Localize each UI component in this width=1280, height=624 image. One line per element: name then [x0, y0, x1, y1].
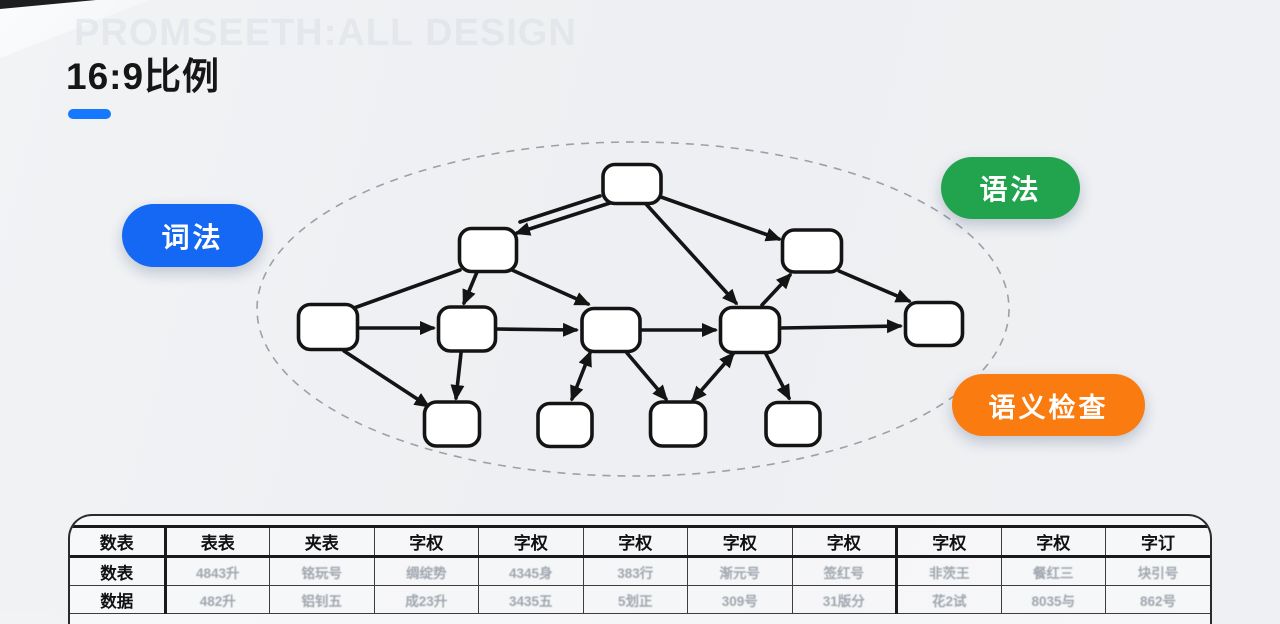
- table-header-cell: 字权: [687, 525, 793, 558]
- tree-edge-6: [352, 268, 462, 310]
- tree-node-l4-4: [764, 400, 822, 448]
- table-cell: 862号: [1105, 585, 1210, 614]
- label-syntax-text: 语法: [979, 174, 1042, 205]
- label-syntax: 语法: [941, 157, 1080, 219]
- tree-edge-14: [450, 351, 465, 401]
- table-cell: 块引号: [1105, 556, 1210, 586]
- table-cell: 482升: [164, 585, 270, 614]
- table-header-cell: 夹表: [269, 525, 375, 558]
- tree-node-l3-1: [296, 302, 360, 352]
- table-header-cell: 数表: [70, 525, 167, 558]
- table-header-cell: 字权: [478, 525, 584, 558]
- tree-edge-18: [764, 352, 791, 401]
- tree-edge-3: [644, 202, 739, 306]
- label-lexical: 词法: [122, 204, 263, 267]
- table-cell: 3435五: [478, 585, 584, 614]
- row-label: 数据: [70, 585, 167, 614]
- tree-edge-8: [495, 322, 579, 337]
- table-header-cell: 表表: [164, 525, 270, 558]
- tree-node-l3-2: [436, 305, 498, 353]
- page-corner-edge: [0, 0, 96, 9]
- table-cell: 铝钊五: [269, 585, 375, 614]
- table-cell: 餐红三: [1000, 556, 1106, 586]
- tree-edge-15: [570, 350, 592, 402]
- tree-edge-10: [779, 319, 903, 334]
- tree-node-l4-3: [648, 400, 708, 448]
- tree-edge-11: [760, 272, 793, 307]
- tree-edge-13: [342, 349, 431, 408]
- table-header-row: 数表表表夹表字权字权字权字权字权字权字权字订: [70, 525, 1210, 558]
- tree-node-l3-4: [718, 305, 782, 355]
- table-cell: 4345身: [478, 556, 584, 586]
- table-header-cell: 字订: [1105, 525, 1210, 558]
- syntax-tree-diagram: [256, 141, 1010, 477]
- tree-edge-2: [659, 195, 782, 242]
- tree-edge-16: [625, 351, 668, 402]
- tree-node-l4-2: [536, 401, 594, 449]
- table-cell: 309号: [687, 585, 793, 614]
- label-lexical-text: 词法: [161, 221, 224, 253]
- tree-edge-12: [837, 269, 912, 303]
- tree-edge-5: [510, 268, 591, 306]
- table-header-cell: 字权: [791, 525, 898, 558]
- tree-edge-1: [518, 194, 602, 224]
- table-header-cell: 字权: [896, 525, 1002, 558]
- table-header-cell: 字权: [1000, 525, 1106, 558]
- table-cell: 31版分: [791, 585, 898, 614]
- table-cell: 绸绽势: [373, 556, 479, 586]
- table-cell: 签红号: [791, 556, 898, 586]
- row-label: 数表: [70, 556, 167, 586]
- table-cell: 铭玩号: [269, 556, 375, 586]
- table-cell: 花2试: [896, 585, 1002, 614]
- tree-edge-4: [462, 270, 479, 306]
- label-semantic-text: 语义检查: [988, 392, 1109, 423]
- title-underline: [68, 109, 111, 119]
- table-cell: 4843升: [164, 556, 270, 586]
- table-cell: 8035与: [1000, 585, 1106, 614]
- tree-node-root: [601, 162, 663, 206]
- tree-node-l2-left: [457, 226, 519, 274]
- watermark-text: PROMSEETH:ALL DESIGN: [74, 12, 577, 54]
- table-header-cell: 字权: [373, 525, 479, 558]
- table-cell: 渐元号: [687, 556, 793, 586]
- table-cell: 5划正: [582, 585, 688, 614]
- table-header-cell: 字权: [582, 525, 688, 558]
- table-cell: 383行: [582, 556, 688, 586]
- page-title: 16:9比例: [66, 56, 221, 97]
- tree-edge-17: [691, 351, 735, 403]
- label-semantic: 语义检查: [952, 374, 1145, 436]
- tree-node-l2-right: [780, 228, 844, 274]
- tree-node-l4-1: [422, 400, 482, 448]
- tree-node-l3-3: [580, 306, 642, 354]
- table-cell: 成23升: [373, 585, 479, 614]
- scope-boundary-ellipse: [256, 141, 1010, 477]
- tree-edge-0: [514, 201, 612, 236]
- table-cell: 非茨王: [896, 556, 1002, 586]
- tree-node-l3-5: [903, 300, 965, 348]
